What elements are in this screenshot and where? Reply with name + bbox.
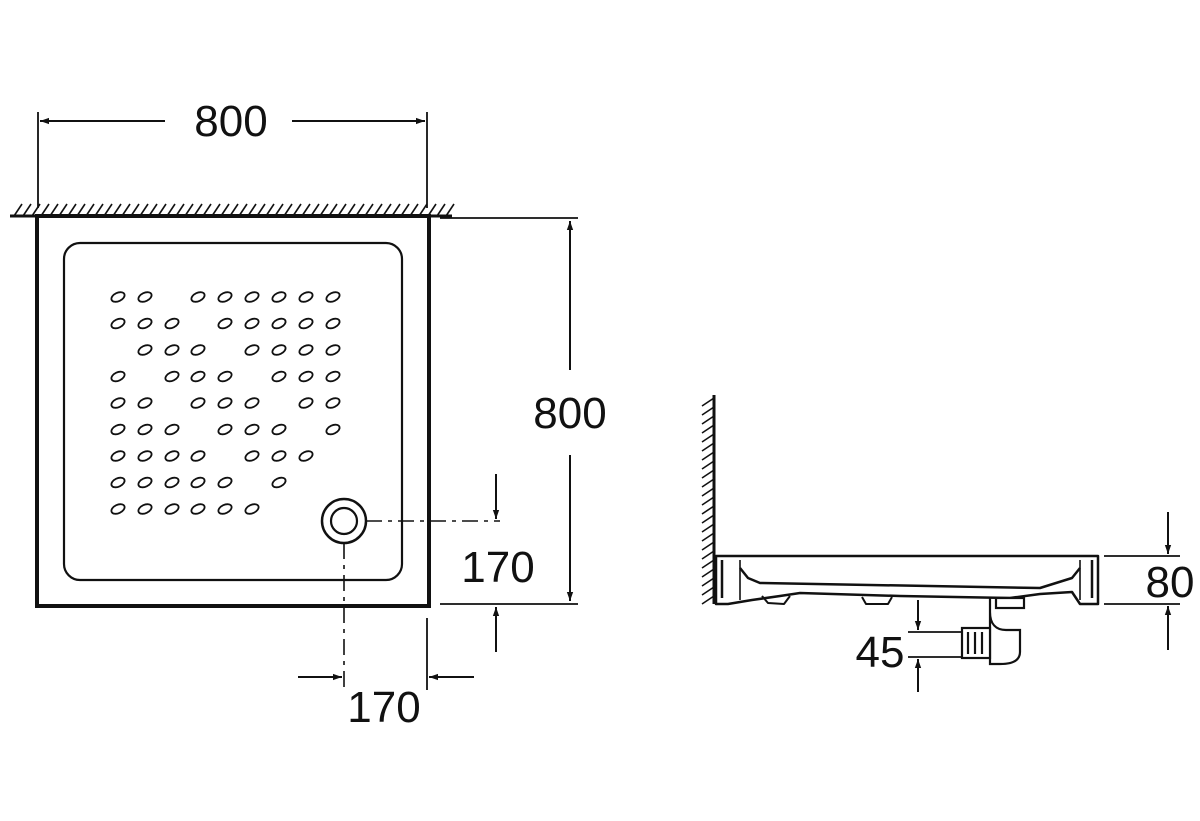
anti-slip-dot	[271, 476, 287, 489]
anti-slip-dot	[137, 397, 153, 409]
drain-offset-x-label: 170	[347, 683, 420, 732]
anti-slip-dot	[217, 370, 233, 383]
anti-slip-dot	[244, 291, 260, 303]
anti-slip-dot	[110, 397, 126, 409]
anti-slip-dot	[110, 291, 126, 303]
anti-slip-dot	[325, 317, 341, 330]
anti-slip-dot	[298, 397, 314, 409]
drain-offset-x-dimension: 170	[298, 618, 474, 732]
anti-slip-dot	[137, 503, 153, 515]
anti-slip-dot	[137, 450, 153, 462]
anti-slip-dot	[137, 344, 153, 356]
tray-inner-basin	[62, 241, 404, 582]
anti-slip-dot	[325, 291, 341, 303]
wall-hatch-side	[701, 395, 716, 605]
anti-slip-dot	[298, 291, 314, 303]
anti-slip-dot	[298, 317, 314, 330]
anti-slip-dot	[164, 423, 180, 436]
anti-slip-dot	[137, 423, 153, 436]
anti-slip-dot	[217, 397, 233, 409]
drain-offset-y-label: 170	[461, 543, 534, 592]
drain-symbol	[320, 497, 368, 545]
anti-slip-dot	[190, 476, 206, 489]
anti-slip-dot	[110, 370, 126, 383]
anti-slip-dot	[164, 450, 180, 462]
plan-view: 800 800 170 170	[10, 97, 607, 732]
anti-slip-dot	[164, 503, 180, 515]
anti-slip-dot	[190, 503, 206, 515]
anti-slip-dot	[110, 476, 126, 489]
drain-offset-y-dimension: 170	[461, 474, 535, 652]
anti-slip-dot	[137, 476, 153, 489]
anti-slip-dot	[190, 370, 206, 383]
width-dimension-label: 800	[194, 97, 267, 146]
tray-height-label: 80	[1146, 558, 1195, 607]
drain-height-dimension: 45	[856, 600, 962, 692]
anti-slip-dot	[271, 450, 287, 462]
anti-slip-dot	[244, 423, 260, 436]
anti-slip-dot	[190, 450, 206, 462]
depth-dimension: 800	[440, 217, 607, 605]
anti-slip-dot	[164, 476, 180, 489]
anti-slip-pattern	[110, 291, 341, 515]
anti-slip-dot	[217, 317, 233, 330]
anti-slip-dot	[164, 370, 180, 383]
anti-slip-dot	[271, 317, 287, 330]
anti-slip-dot	[325, 370, 341, 383]
anti-slip-dot	[217, 503, 233, 515]
anti-slip-dot	[298, 370, 314, 383]
anti-slip-dot	[164, 317, 180, 330]
drain-height-label: 45	[856, 628, 905, 677]
anti-slip-dot	[164, 344, 180, 356]
anti-slip-dot	[190, 397, 206, 409]
depth-dimension-label: 800	[533, 389, 606, 438]
tray-outline	[35, 214, 431, 608]
anti-slip-dot	[271, 344, 287, 356]
anti-slip-dot	[244, 397, 260, 409]
anti-slip-dot	[217, 423, 233, 436]
anti-slip-dot	[244, 503, 260, 515]
anti-slip-dot	[325, 423, 341, 436]
tray-height-dimension: 80	[1104, 512, 1194, 650]
anti-slip-dot	[137, 317, 153, 330]
anti-slip-dot	[325, 344, 341, 356]
anti-slip-dot	[271, 423, 287, 436]
anti-slip-dot	[325, 397, 341, 409]
anti-slip-dot	[244, 344, 260, 356]
anti-slip-dot	[271, 291, 287, 303]
anti-slip-dot	[110, 423, 126, 436]
width-dimension: 800	[37, 97, 428, 208]
anti-slip-dot	[271, 370, 287, 383]
anti-slip-dot	[244, 450, 260, 462]
anti-slip-dot	[217, 476, 233, 489]
anti-slip-dot	[244, 317, 260, 330]
anti-slip-dot	[298, 344, 314, 356]
anti-slip-dot	[137, 291, 153, 303]
anti-slip-dot	[190, 291, 206, 303]
anti-slip-dot	[110, 503, 126, 515]
anti-slip-dot	[190, 344, 206, 356]
anti-slip-dot	[110, 450, 126, 462]
tray-profile	[714, 554, 1100, 606]
anti-slip-dot	[217, 291, 233, 303]
side-view: 80 45	[701, 395, 1194, 692]
siphon	[960, 596, 1026, 666]
anti-slip-dot	[298, 450, 314, 462]
anti-slip-dot	[110, 317, 126, 330]
